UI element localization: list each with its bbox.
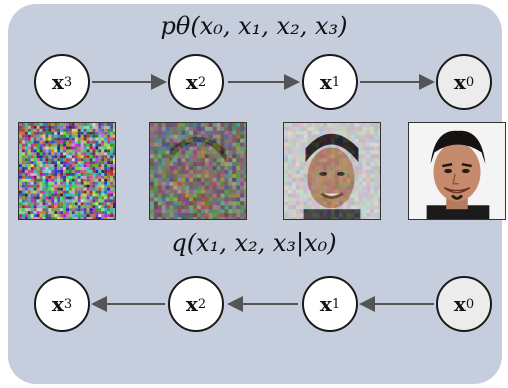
forward-process-equation: q(x₁, x₂, x₃|x₀) (171, 229, 337, 257)
pure-noise-image (18, 122, 116, 220)
noisy-face-image-heavy (149, 122, 247, 220)
clean-face-image (408, 122, 506, 220)
reverse-process-equation: pθ(x₀, x₁, x₂, x₃) (160, 12, 348, 40)
noisy-face-image-light (283, 122, 381, 220)
